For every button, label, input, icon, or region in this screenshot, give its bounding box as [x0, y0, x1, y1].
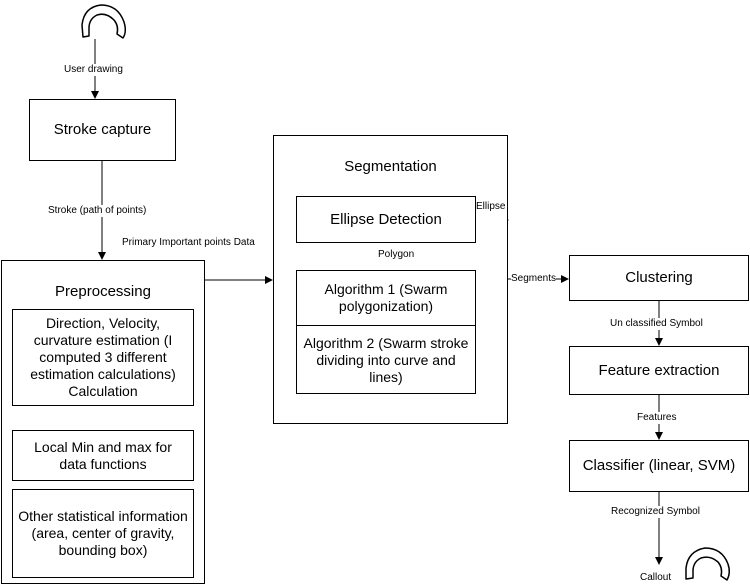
label-polygon: Polygon	[378, 249, 415, 261]
preprocessing-title: Preprocessing	[55, 283, 151, 300]
classifier-box: Classifier (linear, SVM)	[569, 440, 749, 492]
feature-extraction-box: Feature extraction	[569, 346, 749, 395]
preprocessing-item-statistics: Other statistical information (area, cen…	[12, 489, 194, 578]
preprocessing-box: Preprocessing Direction, Velocity, curva…	[1, 260, 205, 584]
label-features: Features	[637, 412, 677, 424]
label-recognized-symbol: Recognized Symbol	[611, 506, 700, 518]
label-primary-data: Primary Important points Data	[122, 237, 255, 249]
algorithm-1-cell: Algorithm 1 (Swarm polygonization)	[297, 271, 475, 326]
label-segments: Segments	[511, 273, 557, 285]
callout-symbol-icon	[685, 547, 731, 581]
label-callout: Callout	[640, 572, 672, 584]
label-ellipse: Ellipse	[476, 201, 506, 213]
label-stroke: Stroke (path of points)	[48, 205, 147, 217]
clustering-box: Clustering	[569, 255, 749, 301]
stroke-capture-box: Stroke capture	[29, 99, 176, 161]
preprocessing-item-curvature: Direction, Velocity, curvature estimatio…	[12, 309, 194, 406]
ellipse-detection-box: Ellipse Detection	[296, 196, 476, 243]
stroke-capture-label: Stroke capture	[53, 121, 152, 138]
label-user-drawing: User drawing	[64, 64, 123, 76]
preprocessing-item-local-min-max: Local Min and max for data functions	[12, 430, 194, 481]
algorithm-2-cell: Algorithm 2 (Swarm stroke dividing into …	[303, 334, 469, 385]
label-unclassified-symbol: Un classified Symbol	[610, 318, 703, 330]
algorithms-box: Algorithm 1 (Swarm polygonization) Algor…	[296, 270, 476, 394]
user-drawing-symbol-icon	[81, 4, 127, 39]
segmentation-title: Segmentation	[344, 158, 437, 175]
